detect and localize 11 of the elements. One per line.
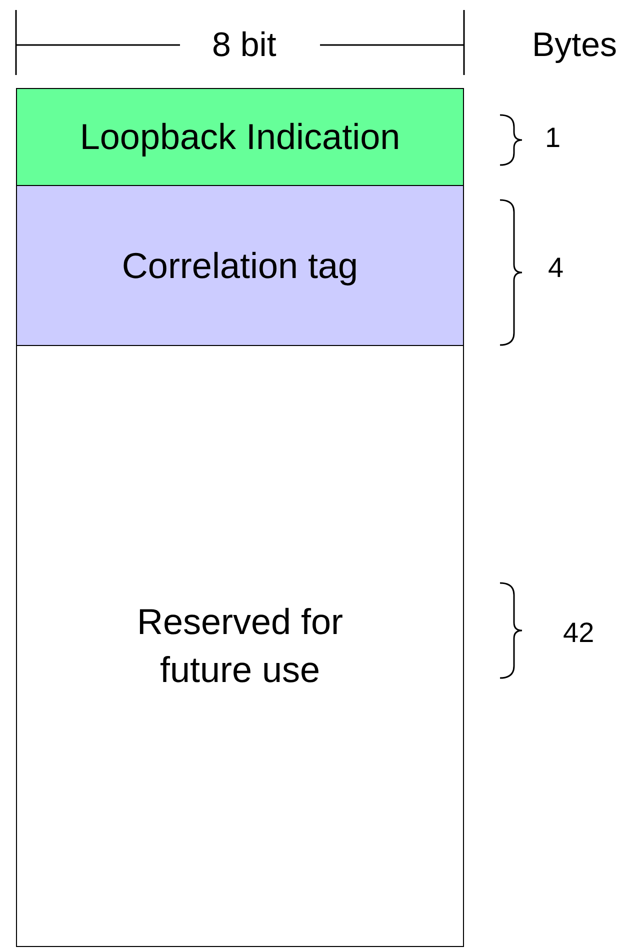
field-box [16,185,464,346]
bit-width-label: 8 bit [212,25,276,65]
field-label: Correlation tag [122,244,358,288]
byte-count: 1 [545,122,561,154]
column-heading: Bytes [532,25,618,65]
byte-count: 42 [563,617,594,649]
field-box [16,345,464,947]
field-label: Reserved for future use [136,600,344,692]
field-label: Loopback Indication [80,115,400,159]
byte-count: 4 [548,252,564,284]
field-box [16,88,464,186]
